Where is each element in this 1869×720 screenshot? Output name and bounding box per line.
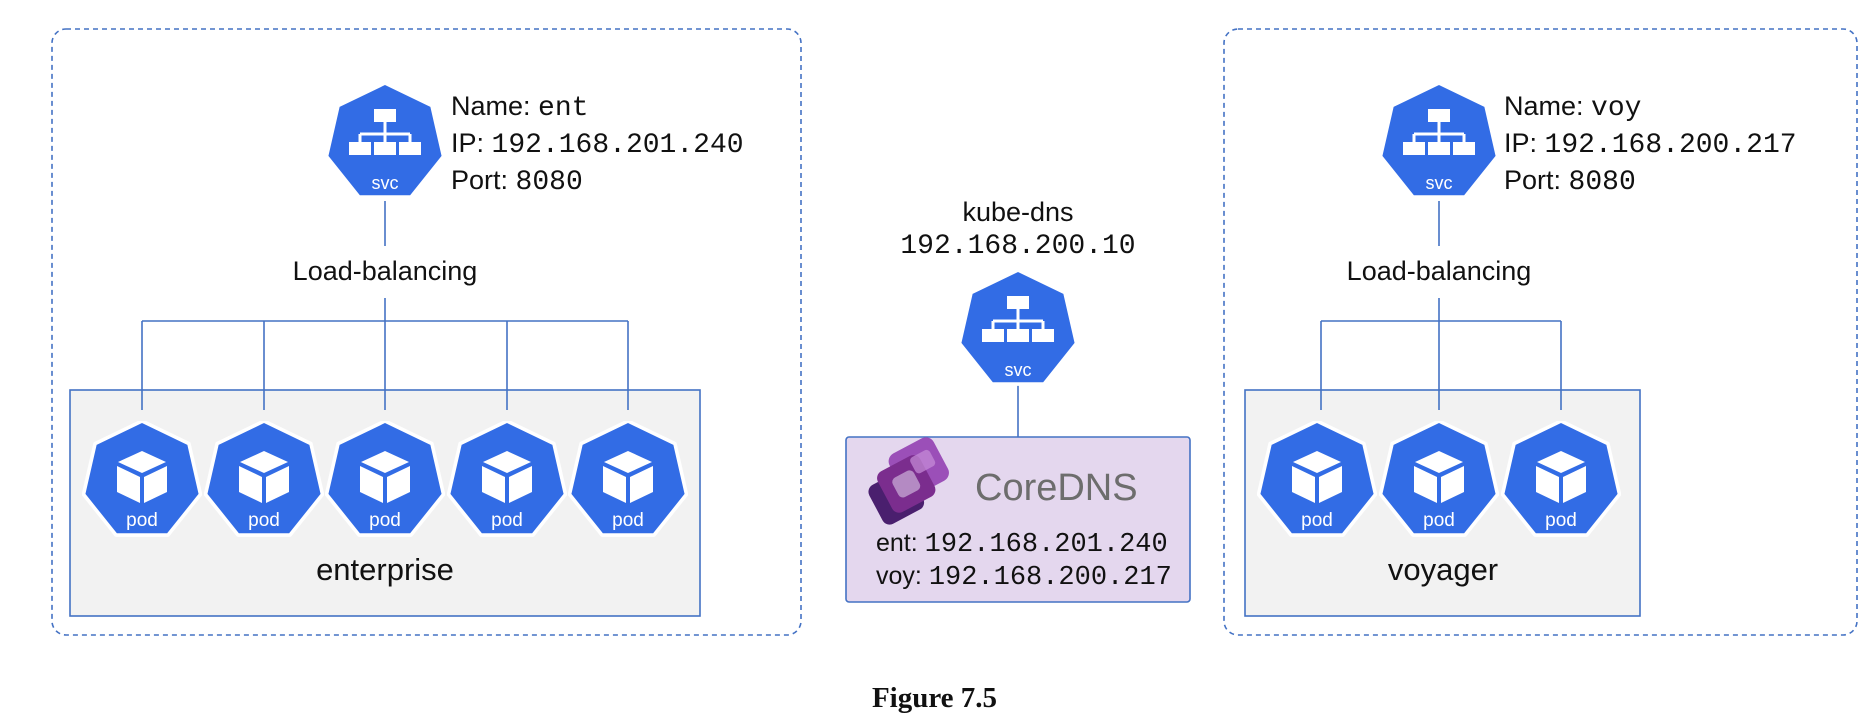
pod-icon: [1379, 421, 1499, 537]
name-value: voy: [1591, 93, 1642, 124]
voy-svc-icon: [1379, 83, 1499, 199]
figure-caption: Figure 7.5: [871, 682, 998, 714]
ent-service-ip: IP: 192.168.201.240: [451, 130, 744, 160]
pod-icon: [325, 421, 445, 537]
pod-icon: [82, 421, 202, 537]
svc-label: svc: [1425, 173, 1453, 193]
record-key: ent:: [876, 529, 918, 557]
svc-label: svc: [1004, 360, 1032, 380]
ip-value: 192.168.201.240: [491, 130, 744, 161]
kube-dns-ip: 192.168.200.10: [900, 231, 1136, 262]
pod-label: pod: [369, 510, 401, 531]
ip-key: IP:: [451, 128, 485, 158]
ent-service-port: Port: 8080: [451, 167, 583, 197]
kube-dns-svc-icon: [958, 270, 1078, 386]
svc-label: svc: [371, 173, 399, 193]
pod-label: pod: [1545, 510, 1577, 531]
pod-icon: [1257, 421, 1377, 537]
name-value: ent: [538, 93, 589, 124]
right-lb-connectors: [1320, 201, 1562, 410]
name-key: Name:: [451, 91, 531, 121]
pod-label: pod: [248, 510, 280, 531]
kube-dns-title: kube-dns: [962, 197, 1074, 227]
ent-load-balancing-label: Load-balancing: [292, 256, 478, 286]
pod-label: pod: [612, 510, 644, 531]
pod-icon: [204, 421, 324, 537]
record-key: voy:: [876, 562, 922, 590]
port-key: Port:: [1504, 165, 1562, 195]
voyager-namespace-label: voyager: [1387, 552, 1499, 587]
voy-service-name: Name: voy: [1504, 93, 1641, 123]
name-key: Name:: [1504, 91, 1584, 121]
ent-service-name: Name: ent: [451, 93, 588, 123]
ent-svc-icon: [325, 83, 445, 199]
pod-icon: [568, 421, 688, 537]
port-key: Port:: [451, 165, 509, 195]
dns-record-ent: ent: 192.168.201.240: [876, 531, 1168, 559]
enterprise-namespace-label: enterprise: [316, 552, 454, 587]
pod-label: pod: [1301, 510, 1333, 531]
voy-load-balancing-label: Load-balancing: [1346, 256, 1532, 286]
port-value: 8080: [515, 167, 583, 198]
coredns-logo-text: CoreDNS: [975, 467, 1138, 509]
record-value: 192.168.201.240: [924, 530, 1168, 560]
voy-service-port: Port: 8080: [1504, 167, 1636, 197]
right-cluster-boundary: [1223, 28, 1858, 636]
ip-value: 192.168.200.217: [1544, 130, 1797, 161]
pod-label: pod: [126, 510, 158, 531]
left-lb-connectors: [141, 201, 629, 410]
record-value: 192.168.200.217: [928, 563, 1172, 593]
pod-icon: [1501, 421, 1621, 537]
coredns-logo-icon: [868, 437, 949, 525]
voy-service-ip: IP: 192.168.200.217: [1504, 130, 1797, 160]
port-value: 8080: [1568, 167, 1636, 198]
ip-key: IP:: [1504, 128, 1538, 158]
pod-label: pod: [1423, 510, 1455, 531]
left-cluster-boundary: [51, 28, 802, 636]
pod-label: pod: [491, 510, 523, 531]
pod-icon: [447, 421, 567, 537]
dns-record-voy: voy: 192.168.200.217: [876, 564, 1172, 592]
